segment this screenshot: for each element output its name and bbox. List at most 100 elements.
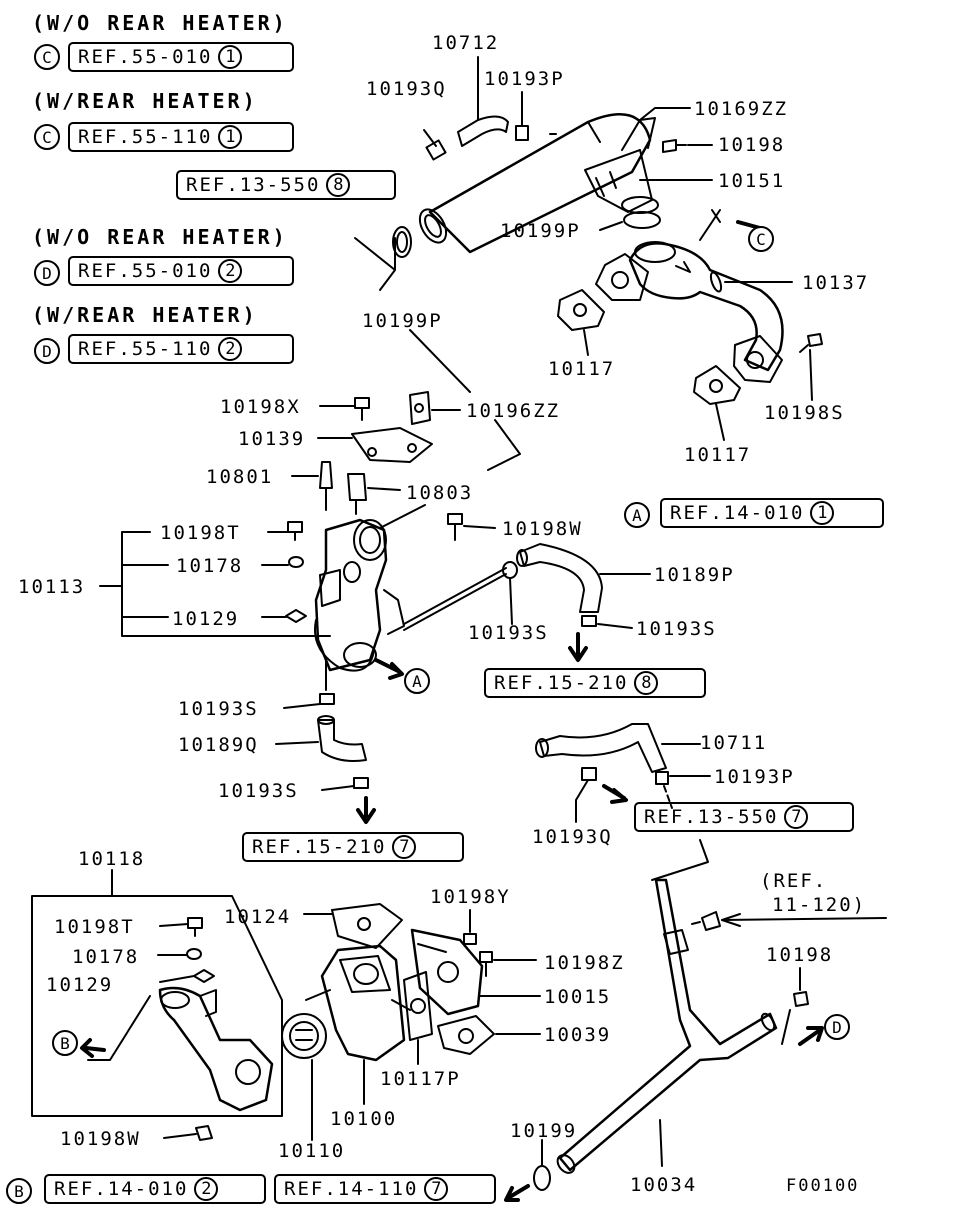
sensor-10801: [319, 461, 333, 511]
hose-10189P: [516, 543, 603, 613]
circle-c-3: C: [748, 226, 774, 252]
gasket-10124: [331, 903, 403, 949]
bolt-10198-right: [793, 991, 809, 1007]
header-wo-rear-heater-1: (W/O REAR HEATER): [32, 11, 288, 35]
leader-c-arrow: [699, 209, 721, 241]
box-10118: [31, 895, 283, 1117]
gasket-10129-box: [193, 969, 215, 983]
gasket-10117-b: [693, 365, 741, 405]
header-w-rear-heater-1: (W/REAR HEATER): [32, 89, 258, 113]
o-ring-10199: [533, 1165, 551, 1191]
arrow-to-d: [798, 1026, 824, 1046]
part-10712: 10712: [432, 32, 500, 54]
upper-water-pipe: [418, 113, 661, 254]
part-10198-right: 10198: [766, 944, 834, 966]
arrow-ref-13-550-7: [602, 784, 628, 804]
part-10199P-left: 10199P: [362, 310, 443, 332]
part-10198S: 10198S: [764, 402, 845, 424]
arrow-to-b: [80, 1038, 106, 1058]
bracket-10113-ticks: [99, 564, 169, 618]
leader-10193S-b: [597, 623, 633, 629]
part-10193S-a: 10193S: [468, 622, 549, 644]
part-10129-box: 10129: [46, 974, 114, 996]
leader-c-arrow-2: [711, 209, 721, 223]
ref-text: REF.13-550: [186, 174, 321, 196]
part-10801: 10801: [206, 466, 274, 488]
arrowhead-ref-11-120: [721, 913, 741, 927]
part-10178-top: 10178: [176, 555, 244, 577]
arrow-ref-15-210-8: [568, 632, 588, 662]
water-pipe-10137: [595, 241, 784, 383]
leader-to-lower-pipe: [651, 839, 709, 881]
ref-11-120-line2: 11-120): [772, 894, 867, 916]
ref-num: 7: [392, 835, 417, 859]
part-10198Z: 10198Z: [544, 952, 625, 974]
leader-10196ZZ-to-10803: [487, 419, 521, 471]
washer-10178-box: [186, 948, 202, 960]
water-pump-10100: [305, 944, 411, 1062]
part-10178-box: 10178: [72, 946, 140, 968]
part-10124: 10124: [224, 906, 292, 928]
bolt-10198T-box: [187, 917, 203, 937]
adapter-10015: [410, 928, 484, 1016]
part-10015: 10015: [544, 986, 612, 1008]
leader-10169ZZ: [639, 107, 691, 121]
pipe-from-housing-2: [403, 573, 507, 631]
arrow-to-a: [374, 658, 404, 680]
part-10117-a: 10117: [548, 358, 616, 380]
hose-10189Q: [317, 715, 367, 762]
circle-d-2: D: [34, 338, 60, 364]
leader-10129-box: [159, 975, 195, 983]
part-10199P-right: 10199P: [500, 220, 581, 242]
part-10189P: 10189P: [654, 564, 735, 586]
part-10198Y: 10198Y: [430, 886, 511, 908]
part-10711: 10711: [700, 732, 768, 754]
ref-text: REF.55-010: [78, 260, 213, 282]
bolt-10198-top: [662, 139, 687, 153]
part-10193S-d: 10193S: [218, 780, 299, 802]
ref-num: 8: [634, 671, 659, 695]
circle-d-3: D: [824, 1014, 850, 1040]
ref-text: REF.55-010: [78, 46, 213, 68]
bolt-10198Z: [479, 951, 493, 977]
leader-10117-b: [715, 403, 725, 441]
part-10113: 10113: [18, 576, 86, 598]
part-10117P: 10117P: [380, 1068, 461, 1090]
leader-10193Q-mid: [575, 779, 589, 823]
ref-num: 1: [218, 125, 243, 149]
leader-10199P-right: [599, 221, 623, 231]
part-10198W-bottom: 10198W: [60, 1128, 141, 1150]
ref-text: REF.14-110: [284, 1178, 419, 1200]
circle-d-1: D: [34, 260, 60, 286]
part-10139: 10139: [238, 428, 306, 450]
clamp-10193S-d: [353, 777, 369, 789]
ref-num: 1: [810, 501, 835, 525]
part-10039: 10039: [544, 1024, 612, 1046]
bolt-10198W-top: [447, 513, 463, 541]
header-w-rear-heater-2: (W/REAR HEATER): [32, 303, 258, 327]
circle-b-2: B: [6, 1178, 32, 1204]
part-10193S-b: 10193S: [636, 618, 717, 640]
ref-num: 7: [424, 1177, 449, 1201]
water-inlet-10118: [158, 986, 274, 1112]
part-10193S-c: 10193S: [178, 698, 259, 720]
clamp-10193S-b: [581, 615, 597, 627]
leader-10193S-c: [283, 703, 321, 709]
ref-11-120-line1: (REF.: [760, 870, 828, 892]
circle-a-2: A: [404, 668, 430, 694]
gasket-10129-top: [285, 609, 307, 623]
bracket-10113: [121, 531, 331, 637]
water-pipe-10034: [556, 878, 778, 1174]
